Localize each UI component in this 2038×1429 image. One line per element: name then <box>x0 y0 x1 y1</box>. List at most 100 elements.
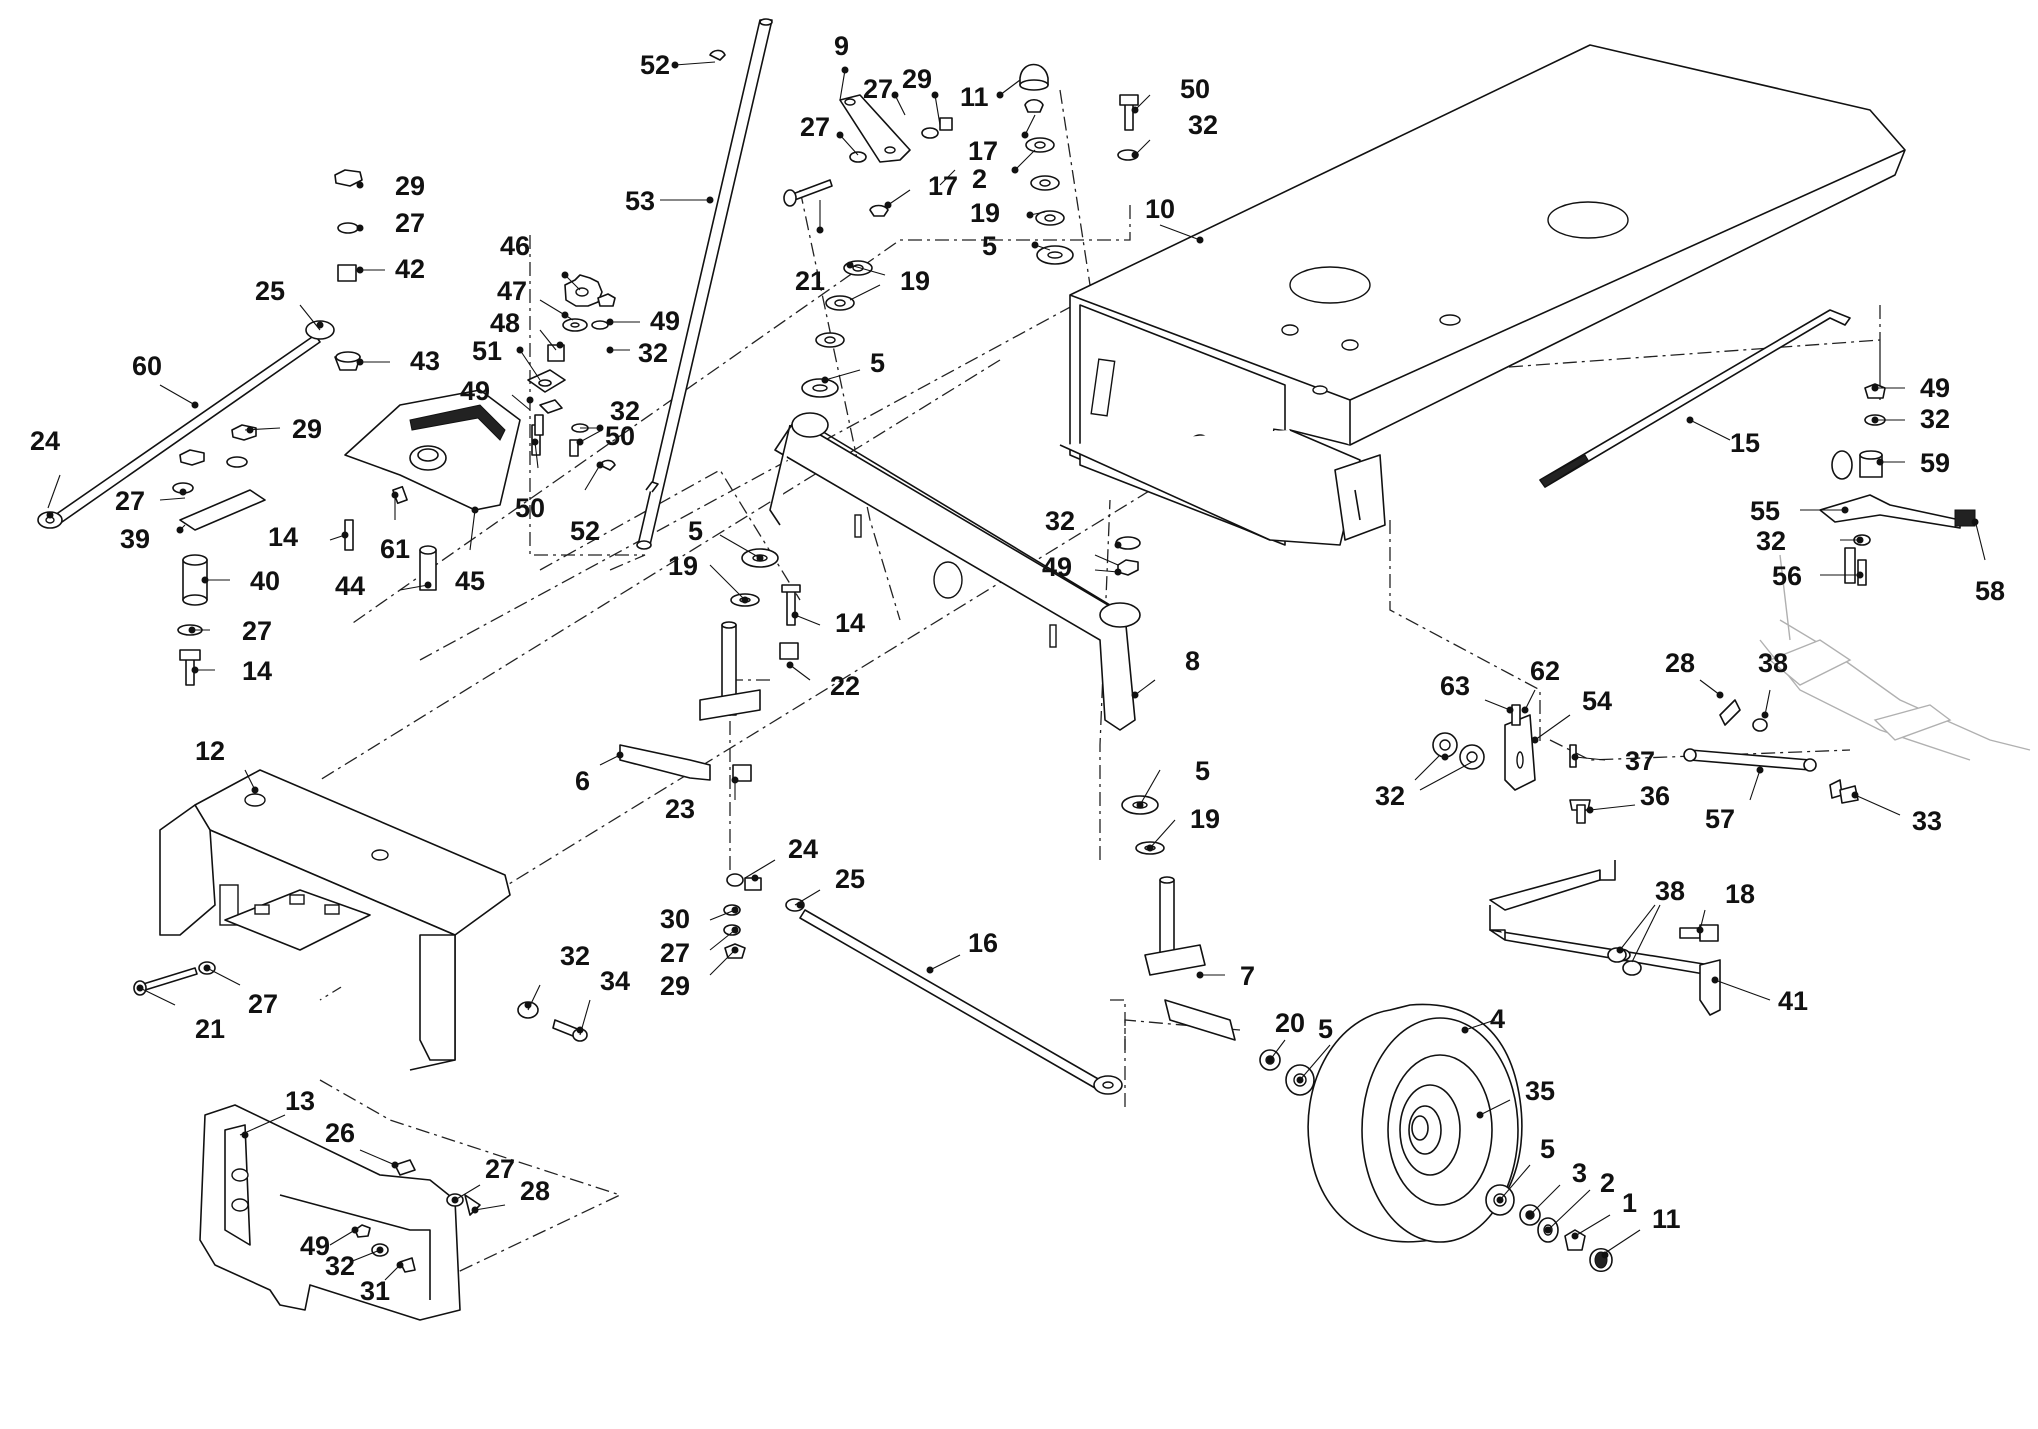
callout: 32 <box>524 941 590 1009</box>
callout: 18 <box>1696 879 1755 934</box>
callout: 19 <box>1146 804 1220 852</box>
callout: 19 <box>668 551 749 604</box>
callout-number: 44 <box>335 571 365 601</box>
callout: 3 <box>1526 1158 1587 1219</box>
callout-number: 14 <box>268 522 298 552</box>
callout-number: 19 <box>1190 804 1220 834</box>
callout-number: 29 <box>902 64 932 94</box>
callout: 52 <box>640 50 679 80</box>
callout: 14 <box>791 608 865 638</box>
callout-number: 38 <box>1655 876 1685 906</box>
callout: 11 <box>960 82 1004 112</box>
callout: 40 <box>201 566 280 596</box>
callout-number: 29 <box>660 971 690 1001</box>
callout-number: 43 <box>410 346 440 376</box>
callout-number: 26 <box>325 1118 355 1148</box>
deck-hanger <box>1489 860 1721 1016</box>
callout-number: 9 <box>834 31 849 61</box>
callout: 49 <box>300 1226 359 1261</box>
callout-number: 49 <box>1920 373 1950 403</box>
callout: 50 <box>515 438 545 523</box>
callout: 49 <box>606 306 680 336</box>
callout-number: 46 <box>500 231 530 261</box>
callout-number: 36 <box>1640 781 1670 811</box>
callout-number: 32 <box>638 338 668 368</box>
callout-number: 45 <box>455 566 485 596</box>
callout: 21 <box>795 226 825 296</box>
callout-number: 8 <box>1185 646 1200 676</box>
chassis-frame <box>1059 44 1906 546</box>
callout: 27 <box>188 616 272 646</box>
callout: 12 <box>195 736 259 794</box>
callout: 30 <box>660 904 739 934</box>
callout: 5 <box>1296 1014 1333 1084</box>
callout: 41 <box>1711 976 1808 1016</box>
callout-number: 32 <box>560 941 590 971</box>
callout-number: 50 <box>515 493 545 523</box>
callout-number: 27 <box>800 112 830 142</box>
callout: 42 <box>356 254 425 284</box>
callout-number: 39 <box>120 524 150 554</box>
callout: 53 <box>625 186 714 216</box>
callout: 62 <box>1521 656 1560 714</box>
callout: 28 <box>471 1176 550 1214</box>
callout: 5 <box>688 516 764 562</box>
sector-gear-plate <box>344 389 521 591</box>
callout: 58 <box>1971 518 2005 606</box>
callout-number: 50 <box>605 421 635 451</box>
callout-number: 14 <box>835 608 865 638</box>
callout-number: 23 <box>665 794 695 824</box>
callout: 29 <box>356 171 425 201</box>
callout: 10 <box>1145 194 1204 244</box>
callout: 32 <box>1871 404 1950 434</box>
callout-number: 59 <box>1920 448 1950 478</box>
front-wheel <box>1307 1003 1523 1243</box>
callout: 36 <box>1586 781 1670 814</box>
callout: 20 <box>1266 1008 1305 1064</box>
callout: 32 <box>1131 110 1218 159</box>
callout-number: 25 <box>835 864 865 894</box>
callout-number: 5 <box>1540 1134 1555 1164</box>
callout: 59 <box>1876 448 1950 478</box>
callout-number: 6 <box>575 766 590 796</box>
callout-number: 2 <box>972 164 987 194</box>
callout: 25 <box>796 864 865 909</box>
assembly-guide-lines <box>274 89 1881 1291</box>
callout: 37 <box>1571 746 1655 776</box>
callout-number: 19 <box>900 266 930 296</box>
callout: 2 <box>972 164 1019 194</box>
steering-arm <box>179 489 266 606</box>
callout: 6 <box>575 751 624 796</box>
tie-rod <box>799 909 1123 1095</box>
callout-number: 19 <box>970 198 1000 228</box>
drag-link <box>37 320 335 529</box>
callout: 43 <box>356 346 440 376</box>
callout-number: 29 <box>395 171 425 201</box>
callout: 23 <box>665 776 739 824</box>
callout-number: 5 <box>688 516 703 546</box>
right-spindle <box>1144 876 1236 1041</box>
front-bracket <box>159 769 511 1071</box>
callout-number: 27 <box>242 616 272 646</box>
callout: 39 <box>120 524 184 554</box>
callout-number: 32 <box>1045 506 1075 536</box>
callout-number: 61 <box>380 534 410 564</box>
callout: 27 <box>115 486 187 516</box>
callout-number: 5 <box>870 348 885 378</box>
callout-number: 52 <box>570 516 600 546</box>
callout-number: 56 <box>1772 561 1802 591</box>
callout: 5 <box>821 348 885 384</box>
callout-number: 34 <box>600 966 630 996</box>
front-bumper <box>199 1104 461 1321</box>
callout: 35 <box>1476 1076 1555 1119</box>
callout: 29 <box>660 946 739 1001</box>
callout-number: 10 <box>1145 194 1175 224</box>
callout: 14 <box>268 522 349 552</box>
callout-number: 22 <box>830 671 860 701</box>
callout: 46 <box>500 231 569 279</box>
callout-number: 30 <box>660 904 690 934</box>
callout: 44 <box>335 571 432 601</box>
callout: 15 <box>1686 416 1760 458</box>
callout: 19 <box>846 261 930 296</box>
callout: 22 <box>786 661 860 701</box>
